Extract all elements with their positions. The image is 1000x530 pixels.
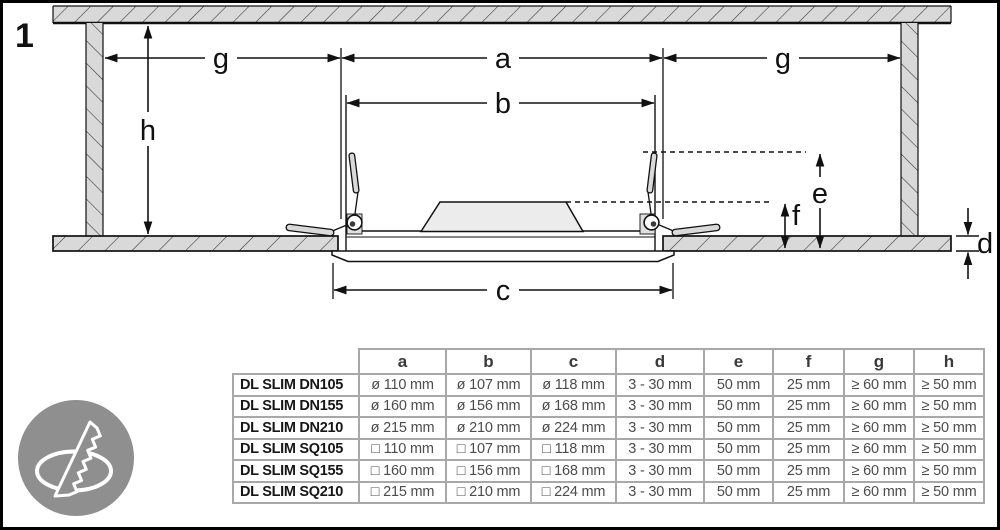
col-header-e: e [703,348,774,375]
row-label: DL SLIM DN210 [232,416,360,440]
installation-diagram: g a g b c h e f d 1 [15,5,993,516]
row-label: DL SLIM SQ210 [232,480,360,504]
spec-cell: ≥ 50 mm [913,459,985,483]
spec-cell: ø 110 mm [358,373,447,397]
spec-cell: ø 210 mm [445,416,532,440]
col-header-b: b [445,348,532,375]
spec-cell: 3 - 30 mm [615,416,705,440]
spec-cell: ø 156 mm [445,394,532,418]
spec-cell: ≥ 60 mm [843,416,915,440]
ceiling-cutout-saw-icon [18,400,134,516]
spec-table: a b c d e f g h DL SLIM DN105 ø 110 mm ø… [232,348,985,504]
dim-label-a: a [495,43,512,75]
ceiling-slab [52,5,952,25]
spec-cell: ø 118 mm [530,373,617,397]
spec-cell: 50 mm [703,459,774,483]
spec-cell: 50 mm [703,373,774,397]
spec-cell: □ 160 mm [358,459,447,483]
dim-label-e: e [812,178,828,210]
spec-cell: 3 - 30 mm [615,373,705,397]
spec-cell: ≥ 60 mm [843,437,915,461]
table-row: DL SLIM DN210 ø 215 mm ø 210 mm ø 224 mm… [232,416,985,440]
spec-cell: 3 - 30 mm [615,459,705,483]
dim-label-h: h [140,115,156,147]
spec-cell: ø 215 mm [358,416,447,440]
spec-cell: □ 215 mm [358,480,447,504]
col-header-f: f [772,348,845,375]
spec-cell: □ 118 mm [530,437,617,461]
spec-cell: 25 mm [772,459,845,483]
col-header-c: c [530,348,617,375]
dim-label-d: d [977,228,993,260]
table-corner-cell [233,349,359,374]
spec-cell: □ 156 mm [445,459,532,483]
spec-cell: 25 mm [772,416,845,440]
col-header-h: h [913,348,985,375]
spec-cell: □ 224 mm [530,480,617,504]
table-row: DL SLIM SQ210 □ 215 mm □ 210 mm □ 224 mm… [232,480,985,504]
table-row: DL SLIM SQ105 □ 110 mm □ 107 mm □ 118 mm… [232,437,985,461]
extension-lines [332,48,674,299]
spec-cell: 25 mm [772,437,845,461]
reference-dashed-lines [566,151,806,203]
suspended-ceiling-left [52,235,339,252]
dim-label-b: b [495,88,511,120]
spec-cell: □ 107 mm [445,437,532,461]
spec-cell: 50 mm [703,480,774,504]
dim-label-c: c [496,275,511,307]
dimension-ticks [956,235,979,252]
dim-label-g-right: g [775,43,791,75]
spec-cell: □ 168 mm [530,459,617,483]
spec-cell: ≥ 50 mm [913,480,985,504]
left-wall [85,23,104,236]
driver-box [419,201,585,233]
spec-cell: ø 160 mm [358,394,447,418]
right-wall [900,23,919,236]
spec-cell: 3 - 30 mm [615,480,705,504]
spec-cell: 25 mm [772,373,845,397]
spec-cell: ≥ 60 mm [843,373,915,397]
spec-cell: ø 168 mm [530,394,617,418]
trim-flange [331,250,675,263]
spec-cell: 50 mm [703,394,774,418]
spec-cell: ≥ 50 mm [913,394,985,418]
label-backgrounds [132,43,836,305]
table-header-row: a b c d e f g h [233,348,985,375]
spec-cell: 3 - 30 mm [615,437,705,461]
figure-number: 1 [15,17,34,55]
spec-cell: ø 224 mm [530,416,617,440]
spec-cell: 25 mm [772,480,845,504]
col-header-g: g [843,348,915,375]
spec-cell: □ 210 mm [445,480,532,504]
table-row: DL SLIM DN155 ø 160 mm ø 156 mm ø 168 mm… [232,394,985,418]
spec-cell: ø 107 mm [445,373,532,397]
table-row: DL SLIM DN105 ø 110 mm ø 107 mm ø 118 mm… [232,373,985,397]
spec-cell: ≥ 60 mm [843,459,915,483]
spec-cell: □ 110 mm [358,437,447,461]
spec-cell: ≥ 50 mm [913,437,985,461]
row-label: DL SLIM DN155 [232,394,360,418]
spec-cell: 50 mm [703,416,774,440]
col-header-a: a [358,348,447,375]
col-header-d: d [615,348,705,375]
spec-cell: 50 mm [703,437,774,461]
spec-cell: ≥ 60 mm [843,480,915,504]
spring-clip-right [639,152,721,237]
spec-cell: ≥ 60 mm [843,394,915,418]
row-label: DL SLIM SQ155 [232,459,360,483]
suspended-ceiling-right [662,235,952,252]
table-row: DL SLIM SQ155 □ 160 mm □ 156 mm □ 168 mm… [232,459,985,483]
row-label: DL SLIM SQ105 [232,437,360,461]
spring-clip-left [285,152,363,237]
dim-label-g-left: g [213,43,229,75]
spec-cell: ≥ 50 mm [913,373,985,397]
spec-cell: ≥ 50 mm [913,416,985,440]
spec-cell: 3 - 30 mm [615,394,705,418]
row-label: DL SLIM DN105 [232,373,360,397]
dim-label-f: f [792,200,801,232]
spec-cell: 25 mm [772,394,845,418]
